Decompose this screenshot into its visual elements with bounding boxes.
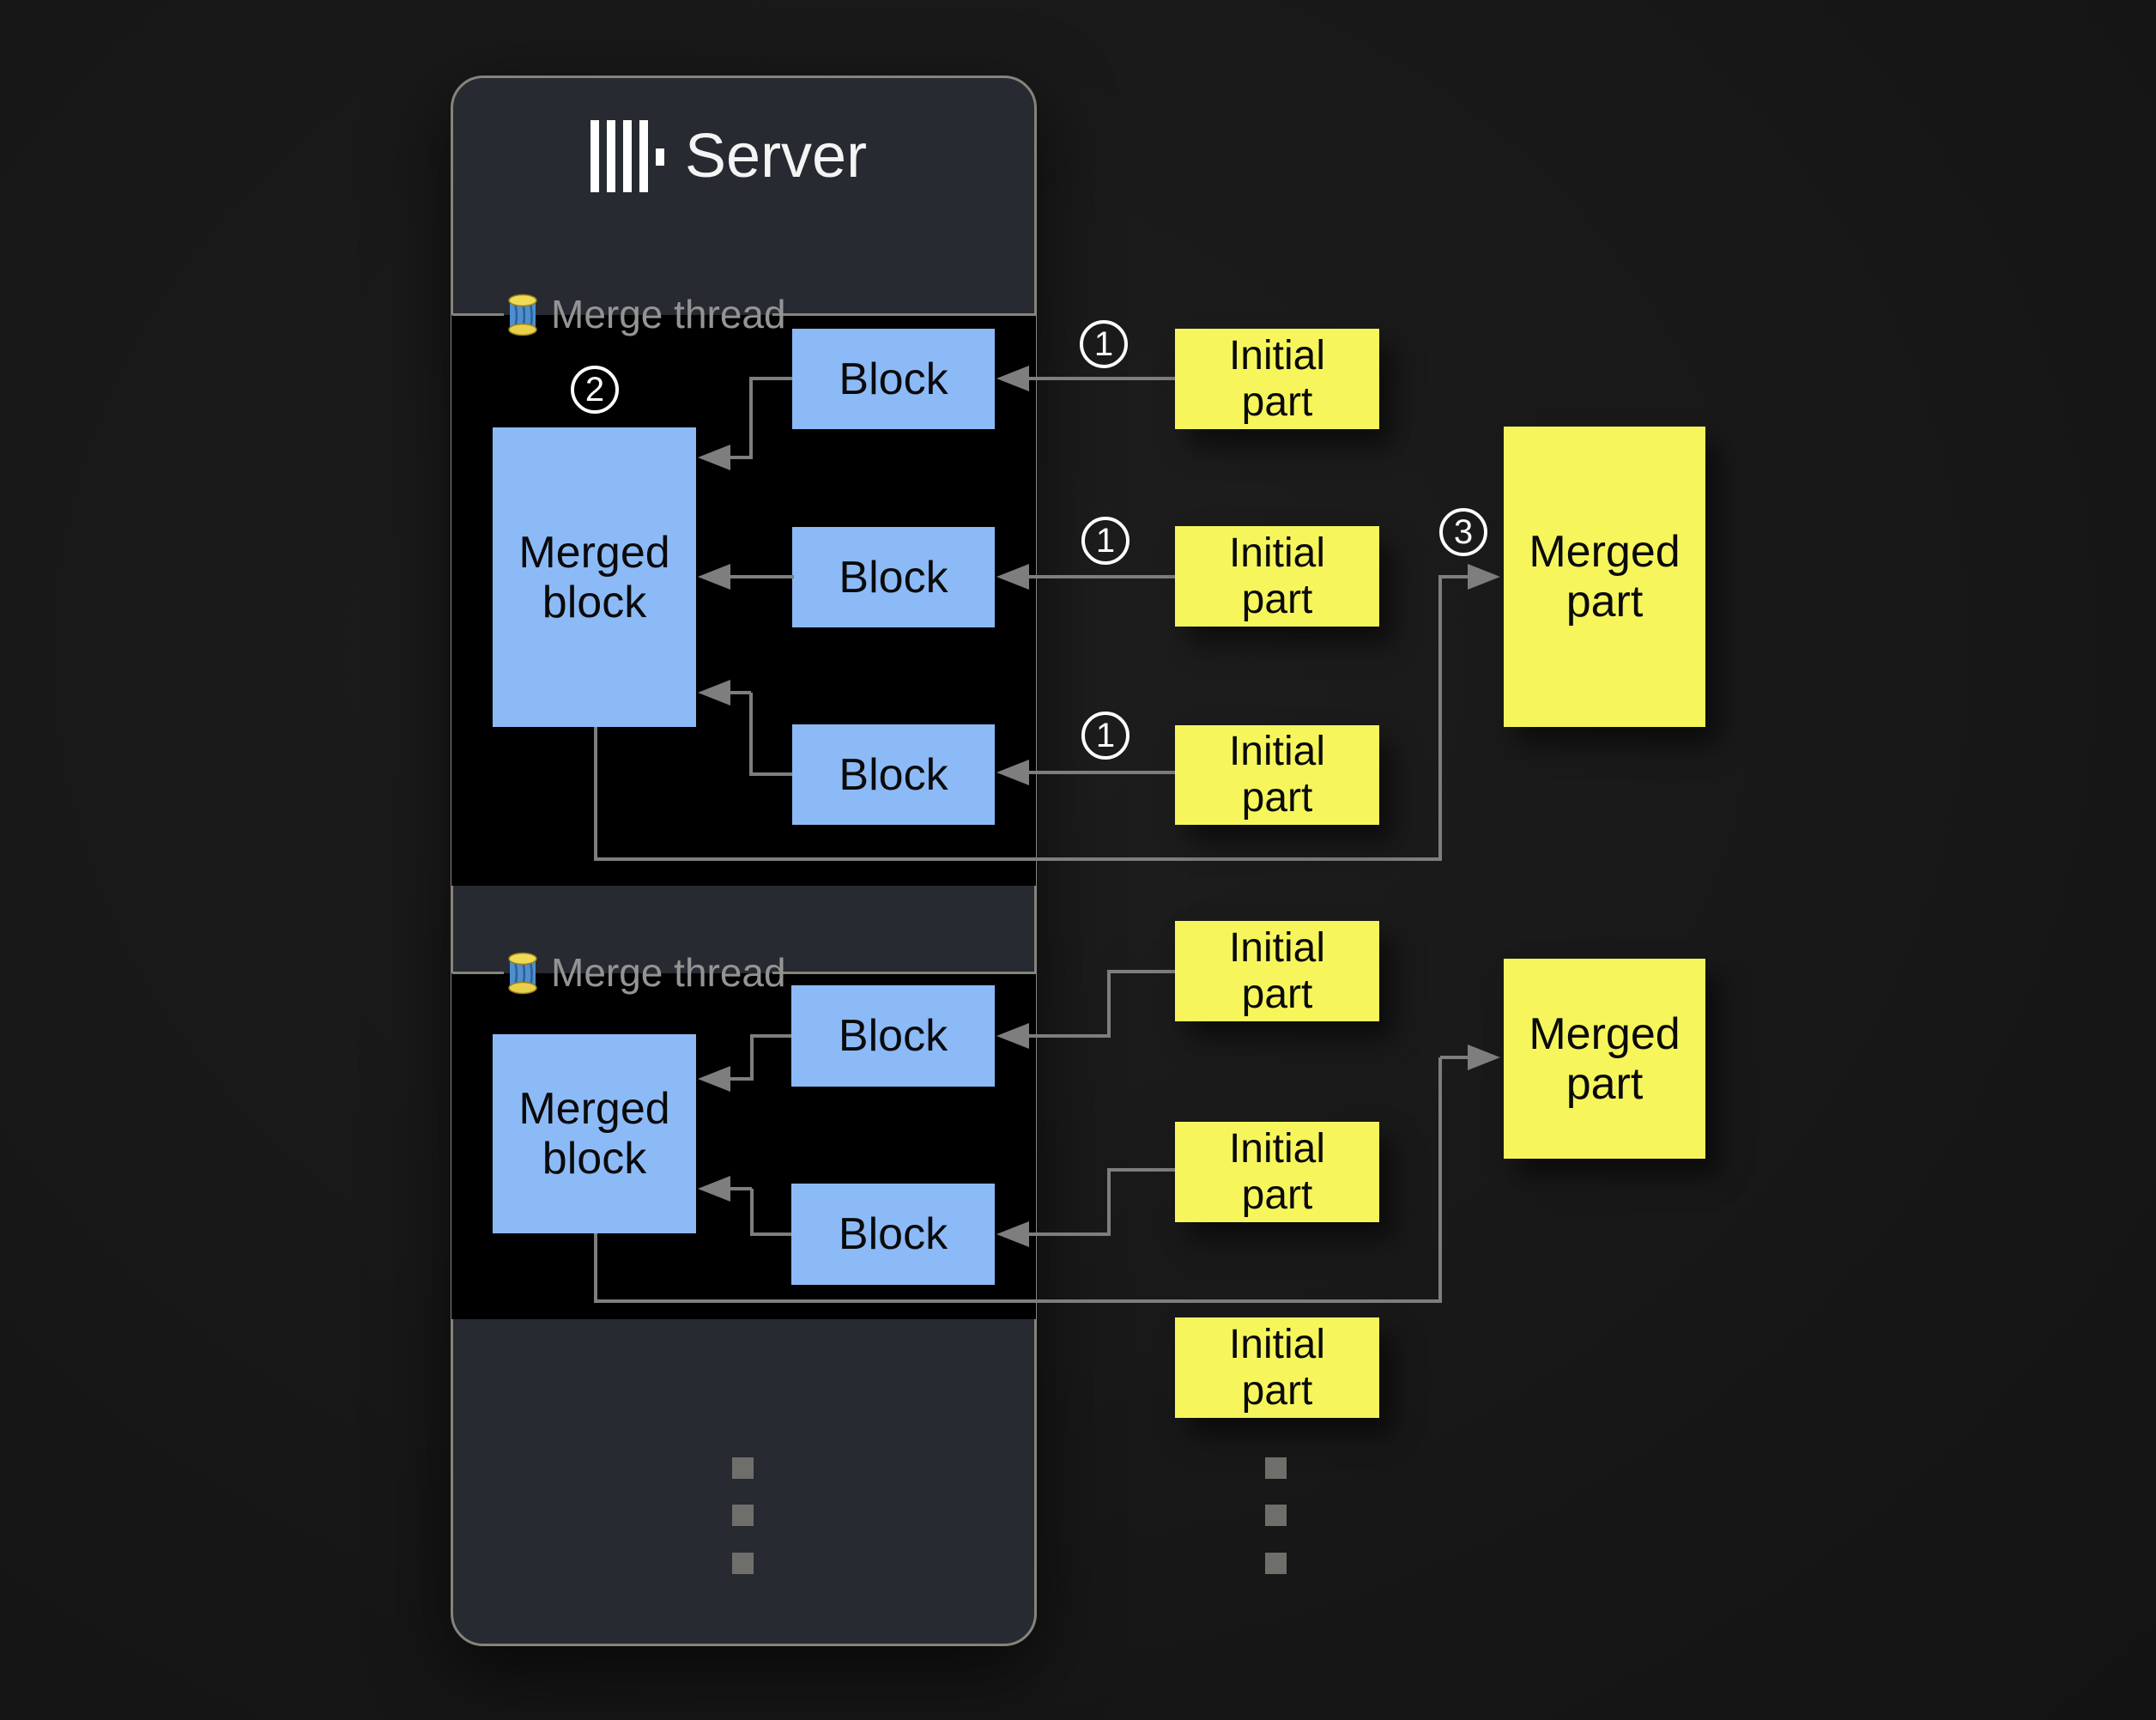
section1-border-right	[772, 313, 1036, 316]
thread-spool-icon	[508, 952, 537, 995]
initial-part-label: Initial part	[1228, 729, 1326, 821]
step-badge-1: 1	[1081, 517, 1129, 565]
step-badge-1: 1	[1081, 712, 1129, 760]
section2-border-left	[452, 972, 504, 974]
merged-block: Merged block	[493, 427, 696, 727]
merged-block-label: Merged block	[518, 1084, 670, 1184]
arrowhead-icon	[996, 1023, 1029, 1049]
arrowhead-icon	[1468, 564, 1500, 590]
initial-part-note: Initial part	[1175, 1317, 1379, 1418]
connector-line	[594, 1299, 1442, 1303]
connector-line	[1027, 575, 1175, 578]
initial-part-note: Initial part	[1175, 526, 1379, 627]
connector-line	[729, 456, 751, 459]
merged-part-note: Merged part	[1504, 427, 1705, 727]
section2-border-right	[772, 972, 1036, 974]
connector-line	[594, 857, 1442, 861]
block-label: Block	[838, 1209, 948, 1259]
block: Block	[791, 985, 995, 1087]
arrowhead-icon	[698, 1066, 730, 1092]
block-label: Block	[839, 354, 948, 404]
initial-part-note: Initial part	[1175, 1122, 1379, 1222]
connector-line	[1107, 1168, 1175, 1172]
connector-line	[1438, 575, 1442, 861]
arrowhead-icon	[698, 1176, 730, 1202]
connector-line	[1027, 377, 1175, 380]
connector-line	[1440, 1056, 1469, 1059]
connector-line	[1107, 972, 1111, 1038]
arrowhead-icon	[698, 564, 730, 590]
ellipsis-dot	[1265, 1553, 1287, 1574]
arrowhead-icon	[1468, 1045, 1500, 1070]
connector-line	[729, 1077, 752, 1081]
connector-line	[749, 377, 792, 380]
ellipsis-dot	[732, 1505, 754, 1526]
connector-line	[729, 1187, 752, 1190]
ellipsis-dot	[732, 1457, 754, 1479]
arrowhead-icon	[996, 366, 1029, 391]
connector-line	[1107, 970, 1175, 973]
ellipsis-dot	[1265, 1457, 1287, 1479]
connector-line	[729, 575, 794, 578]
arrowhead-icon	[698, 680, 730, 706]
connector-line	[750, 1036, 754, 1081]
block-label: Block	[839, 749, 948, 800]
merged-part-label: Merged part	[1529, 527, 1681, 627]
initial-part-label: Initial part	[1228, 1321, 1326, 1414]
connector-line	[749, 693, 753, 774]
block: Block	[792, 724, 995, 825]
merged-block: Merged block	[493, 1034, 696, 1233]
ellipsis-dot	[732, 1553, 754, 1574]
initial-part-label: Initial part	[1228, 332, 1326, 425]
arrowhead-icon	[996, 1221, 1029, 1247]
connector-line	[1027, 1232, 1109, 1236]
ellipsis-dot	[1265, 1505, 1287, 1526]
block-label: Block	[839, 552, 948, 603]
connector-line	[750, 1034, 791, 1038]
connector-line	[1438, 1057, 1442, 1303]
block: Block	[792, 329, 995, 429]
merged-block-label: Merged block	[518, 527, 670, 627]
connector-line	[749, 772, 792, 776]
initial-part-label: Initial part	[1228, 530, 1326, 622]
arrowhead-icon	[698, 445, 730, 470]
initial-part-note: Initial part	[1175, 725, 1379, 825]
merge-thread-label: Merge thread	[551, 292, 786, 336]
arrowhead-icon	[996, 564, 1029, 590]
connector-line	[749, 379, 753, 459]
connector-line	[1027, 771, 1175, 774]
block: Block	[792, 527, 995, 627]
block: Block	[791, 1184, 995, 1285]
initial-part-note: Initial part	[1175, 329, 1379, 429]
clickhouse-logo-icon	[590, 120, 664, 192]
initial-part-label: Initial part	[1228, 1125, 1326, 1218]
initial-part-label: Initial part	[1228, 924, 1326, 1017]
connector-line	[594, 1233, 597, 1303]
connector-line	[594, 727, 597, 861]
connector-line	[1440, 575, 1469, 578]
connector-line	[1027, 1034, 1109, 1038]
block-label: Block	[838, 1011, 948, 1061]
connector-line	[750, 1189, 754, 1234]
server-title: Server	[685, 122, 868, 191]
thread-spool-icon	[508, 294, 537, 336]
connector-line	[750, 1232, 791, 1236]
connector-line	[729, 691, 751, 694]
step-badge-2: 2	[571, 366, 619, 414]
initial-part-note: Initial part	[1175, 921, 1379, 1021]
step-badge-1: 1	[1080, 320, 1128, 368]
arrowhead-icon	[996, 760, 1029, 785]
step-badge-3: 3	[1439, 508, 1487, 556]
merge-thread-label: Merge thread	[551, 950, 786, 995]
merged-part-note: Merged part	[1504, 959, 1705, 1159]
section1-border-left	[452, 313, 504, 316]
connector-line	[1107, 1170, 1111, 1236]
merged-part-label: Merged part	[1529, 1008, 1681, 1109]
